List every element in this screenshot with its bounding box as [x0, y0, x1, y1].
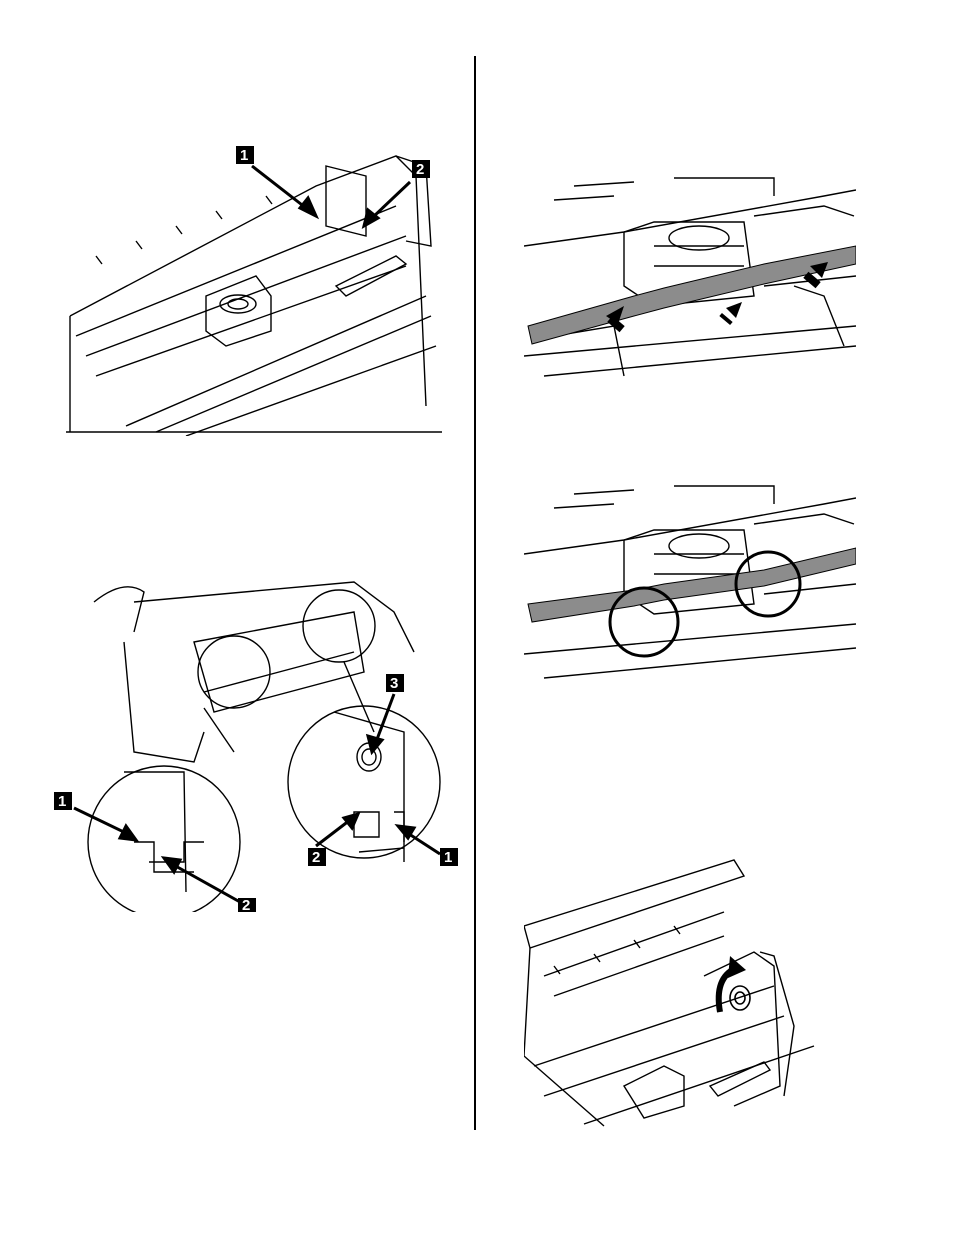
callout-group-fig2: 3 1 2 2 1 [54, 674, 458, 912]
callout-label: 2 [242, 897, 250, 912]
ribbon-knob-illustration [524, 856, 828, 1134]
column-divider [474, 56, 476, 1130]
callout-label: 2 [416, 161, 424, 178]
callout-label: 2 [312, 849, 320, 866]
tractor-illustration: 3 1 2 2 1 [54, 572, 460, 912]
callout-label: 1 [240, 147, 248, 164]
figure-ribbon-threading [524, 176, 856, 384]
printhead-illustration: 1 2 [66, 146, 442, 436]
callout-label: 1 [58, 793, 66, 810]
figure-printhead-release: 1 2 [66, 146, 442, 436]
figure-tractor-levers: 3 1 2 2 1 [54, 572, 460, 912]
ribbon-threading-illustration [524, 176, 856, 384]
callout-label: 1 [444, 849, 452, 866]
ribbon-seated-illustration [524, 484, 856, 684]
callout-arrows-fig2 [74, 694, 440, 902]
callout-group-fig1: 1 2 [236, 146, 430, 178]
figure-ribbon-seated [524, 484, 856, 684]
callout-label: 3 [390, 675, 398, 692]
figure-ribbon-knob [524, 856, 828, 1134]
callout-arrows-fig1 [252, 166, 410, 226]
